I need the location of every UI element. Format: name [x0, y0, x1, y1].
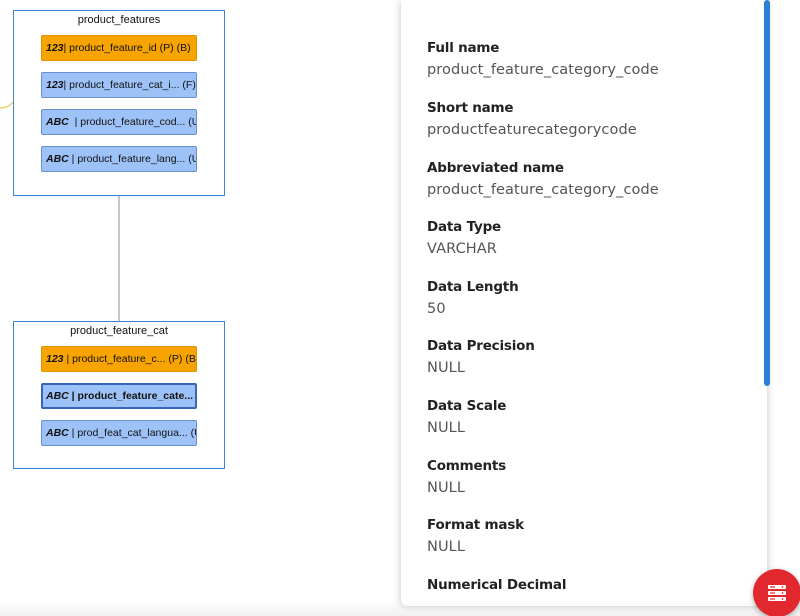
property-value: VARCHAR [427, 241, 497, 257]
column-label: product_feature_lang... (U) [74, 153, 197, 165]
column-prod-feat-cat-language[interactable]: ABC | prod_feat_cat_langua... (U) [41, 420, 197, 446]
property-abbreviated-name: Abbreviated name product_feature_categor… [427, 160, 659, 198]
bottom-edge-shade [0, 600, 800, 616]
column-separator: | [68, 153, 75, 165]
column-separator: | [68, 427, 75, 439]
property-label: Data Precision [427, 338, 535, 354]
entity-title: product_feature_cat [70, 325, 168, 337]
property-comments: Comments NULL [427, 458, 506, 496]
column-product-feature-cat-id[interactable]: 123 | product_feature_c... (P) (B) [41, 346, 197, 372]
type-badge: ABC [46, 427, 69, 439]
property-value: NULL [427, 360, 466, 376]
property-label: Numerical Decimal [427, 577, 567, 593]
type-badge: 123 [46, 42, 64, 54]
type-badge: ABC [46, 116, 69, 128]
column-separator: | [63, 79, 67, 91]
column-product-feature-code[interactable]: ABC | product_feature_cod... (U) [41, 109, 197, 135]
column-product-feature-category-code[interactable]: ABC | product_feature_cate... (U) [41, 383, 197, 409]
property-data-length: Data Length 50 [427, 279, 519, 317]
property-numerical-decimal: Numerical Decimal [427, 577, 566, 599]
column-label: product_feature_cat_i... (F) [66, 79, 196, 91]
property-label: Data Scale [427, 398, 507, 414]
property-full-name: Full name product_feature_category_code [427, 40, 659, 78]
property-value: 50 [427, 301, 446, 317]
column-product-feature-id[interactable]: 123| product_feature_id (P) (B) [41, 35, 197, 61]
property-label: Abbreviated name [427, 160, 564, 176]
database-menu-button[interactable] [753, 569, 800, 616]
column-product-feature-cat-id[interactable]: 123| product_feature_cat_i... (F) [41, 72, 197, 98]
property-data-precision: Data Precision NULL [427, 338, 535, 376]
entity-product-feature-cat[interactable]: product_feature_cat 123 | product_featur… [13, 321, 225, 469]
property-label: Comments [427, 458, 506, 474]
property-value: NULL [427, 420, 466, 436]
type-badge: ABC [46, 390, 69, 402]
column-separator: | [68, 116, 78, 128]
property-label: Short name [427, 100, 514, 116]
property-format-mask: Format mask NULL [427, 517, 524, 555]
partial-relation-curve [0, 101, 14, 109]
type-badge: 123 [46, 353, 64, 365]
property-short-name: Short name productfeaturecategorycode [427, 100, 637, 138]
properties-panel[interactable]: Full name product_feature_category_code … [401, 0, 767, 606]
property-value: NULL [427, 539, 466, 555]
column-separator: | [63, 42, 67, 54]
property-value: productfeaturecategorycode [427, 122, 637, 138]
type-badge: 123 [46, 79, 64, 91]
property-label: Data Type [427, 219, 502, 235]
entity-title: product_features [77, 14, 161, 26]
column-separator: | [68, 390, 75, 402]
property-label: Data Length [427, 279, 519, 295]
property-value: NULL [427, 480, 466, 496]
column-label: product_feature_cate... (U) [74, 390, 197, 402]
property-label: Format mask [427, 517, 524, 533]
database-list-icon [768, 585, 786, 601]
column-separator: | [63, 353, 70, 365]
column-label: product_feature_id (P) (B) [66, 42, 191, 54]
property-data-type: Data Type VARCHAR [427, 219, 501, 257]
relationship-lines [0, 101, 120, 321]
property-label: Full name [427, 40, 500, 56]
column-product-feature-lang[interactable]: ABC | product_feature_lang... (U) [41, 146, 197, 172]
column-label: product_feature_c... (P) (B) [69, 353, 197, 365]
column-label: prod_feat_cat_langua... (U) [74, 427, 197, 439]
panel-scrollbar-thumb[interactable] [764, 0, 770, 386]
entity-product-features[interactable]: product_features 123| product_feature_id… [13, 10, 225, 196]
property-value: product_feature_category_code [427, 62, 659, 78]
property-value: product_feature_category_code [427, 182, 659, 198]
column-label: product_feature_cod... (U) [77, 116, 197, 128]
type-badge: ABC [46, 153, 69, 165]
property-data-scale: Data Scale NULL [427, 398, 506, 436]
